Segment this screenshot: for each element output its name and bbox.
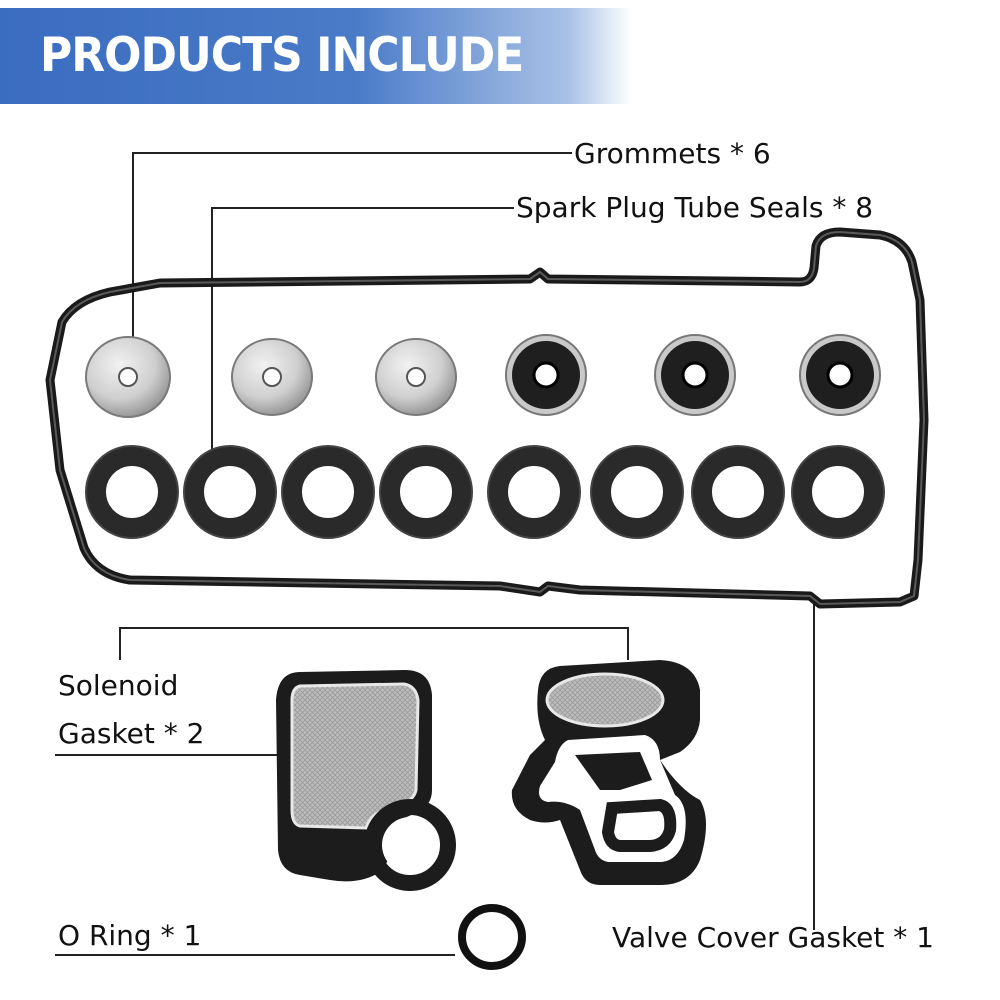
- grommets: [85, 334, 881, 418]
- grommet-silver: [231, 338, 313, 416]
- tube-seal: [691, 445, 785, 539]
- grommets-label: Grommets * 6: [574, 137, 771, 170]
- solenoid-gasket-right: [511, 660, 706, 885]
- tube-seal: [281, 445, 375, 539]
- spark-plug-tube-seals-label: Spark Plug Tube Seals * 8: [516, 191, 874, 224]
- grommet-silver: [85, 336, 171, 418]
- tube-seal: [85, 445, 179, 539]
- o-ring-label: O Ring * 1: [58, 919, 202, 952]
- solenoid-gasket-left: [276, 670, 456, 891]
- spark-plug-tube-seals: [85, 445, 885, 539]
- grommet-black: [505, 334, 587, 416]
- solenoid-bracket-line: [119, 627, 629, 660]
- valve-cover-gasket: [45, 227, 929, 609]
- grommets-leader-line: [132, 152, 572, 370]
- grommet-black: [799, 334, 881, 416]
- tube-seal: [487, 445, 581, 539]
- grommet-silver: [375, 338, 457, 416]
- callout-lines: [55, 152, 815, 956]
- tube-seal: [183, 445, 277, 539]
- valve-cover-gasket-label: Valve Cover Gasket * 1: [612, 921, 934, 954]
- o-ring: [458, 904, 526, 970]
- grommet-black: [654, 334, 736, 416]
- solenoid-gasket-label-line1: Solenoid: [58, 669, 179, 702]
- spark-plug-seals-leader-line: [211, 207, 514, 458]
- solenoid-gasket-label-line2: Gasket * 2: [58, 717, 205, 750]
- tube-seal: [379, 445, 473, 539]
- tube-seal: [791, 445, 885, 539]
- header-banner: [0, 8, 790, 104]
- tube-seal: [590, 445, 684, 539]
- page-title: PRODUCTS INCLUDE: [40, 28, 524, 84]
